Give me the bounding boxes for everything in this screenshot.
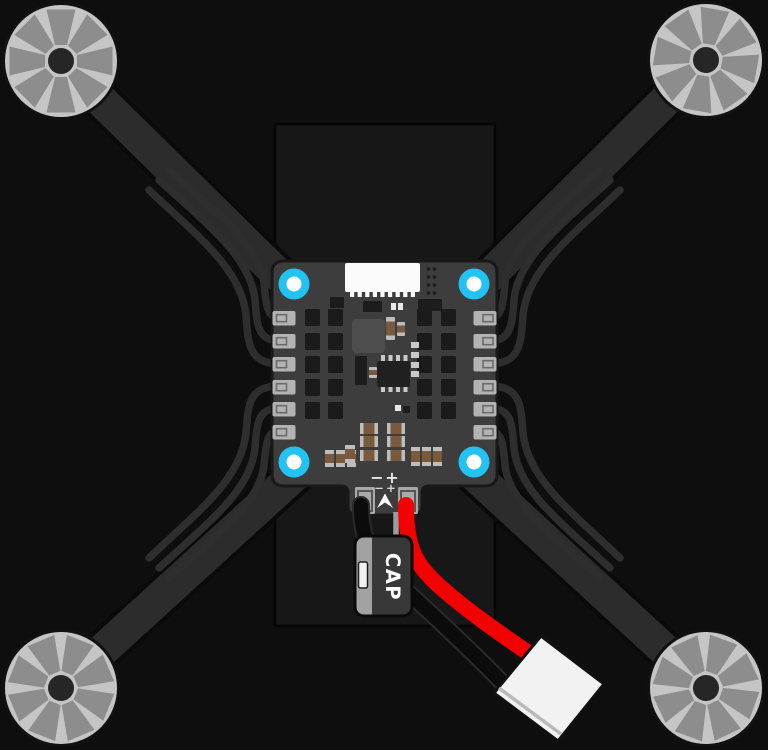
motor-phase-wires — [145, 166, 624, 582]
wire-bundle-rear-left — [145, 382, 284, 582]
esc-board: − + − + — [270, 259, 499, 517]
polarity-plus-label: + — [385, 468, 398, 487]
smd-components — [325, 297, 442, 467]
battery-connector — [492, 634, 606, 743]
wire-bundle-front-right — [485, 166, 624, 368]
mounting-holes — [278, 268, 490, 478]
mosfet-grid — [305, 309, 456, 419]
wire-bundle-front-left — [145, 166, 284, 368]
wire-bundle-rear-right — [485, 382, 624, 582]
motor-front-left — [2, 2, 120, 120]
pad-plus-label: + — [386, 481, 396, 495]
gate-driver-chip — [352, 319, 385, 353]
mcu-chip — [377, 355, 410, 392]
solder-pads-right — [473, 311, 497, 440]
mounting-hole-bottom-right — [458, 446, 490, 478]
via-holes — [426, 267, 437, 295]
battery-connector-lip — [497, 686, 563, 736]
mounting-hole-top-right — [458, 268, 490, 300]
capacitor-vent-slit — [357, 561, 369, 589]
pad-minus-label: − — [374, 481, 384, 495]
polarity-minus-label: − — [370, 468, 383, 487]
mounting-hole-bottom-left — [278, 446, 310, 478]
mounting-hole-top-left — [278, 268, 310, 300]
capacitor-bank — [325, 423, 442, 467]
orientation-arrow-icon — [377, 493, 393, 508]
capacitor: CAP — [353, 534, 414, 618]
harness-connector — [345, 263, 420, 297]
capacitor-label: CAP — [381, 553, 404, 601]
solder-pads-left — [272, 311, 296, 440]
